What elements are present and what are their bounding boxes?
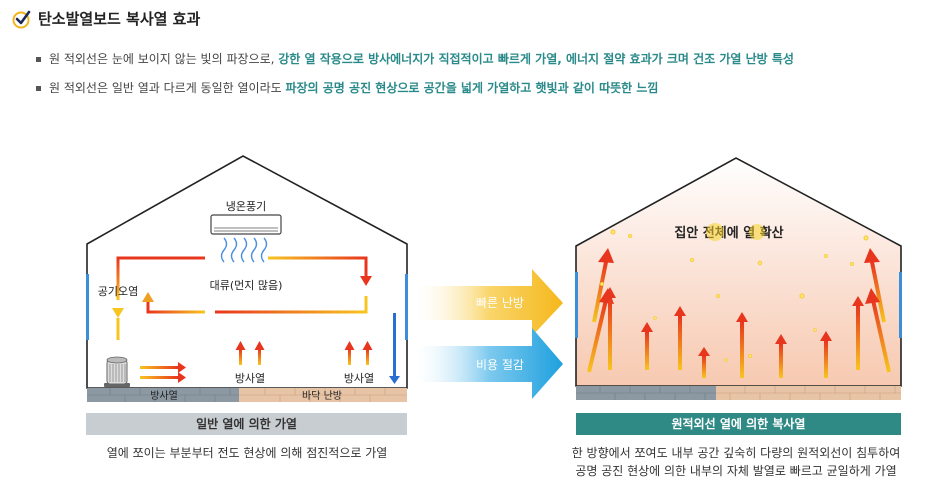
left-window	[86, 274, 89, 340]
bullet-2: 원 적외선은 일반 열과 다르게 동일한 열이라도 파장의 공명 공진 현상으로…	[36, 79, 658, 96]
left-house: 냉온풍기 대류(먼지 많음) 공기오염 방사열 방사열 방사열 바닥 난방	[86, 155, 408, 402]
floor-right-label: 바닥 난방	[302, 390, 342, 402]
heading-pre: 집안	[674, 225, 702, 241]
convection-loop	[112, 256, 372, 340]
bullet-1-plain: 원 적외선은 눈에 보이지 않는 빛의 파장으로,	[49, 52, 279, 66]
convection-label: 대류(먼지 많음)	[210, 279, 283, 292]
radiant-label-2: 방사열	[344, 372, 374, 385]
fast-heating-arrow: 빠른 난방	[416, 269, 563, 336]
right-house: 집안 전체에 열 확산	[575, 157, 902, 400]
diffusion-heading: 집안 전체에 열 확산	[674, 225, 783, 241]
bullet-1: 원 적외선은 눈에 보이지 않는 빛의 파장으로, 강한 열 작용으로 방사에너…	[36, 50, 794, 67]
air-pollution-label: 공기오염	[98, 285, 138, 298]
infrared-particles	[600, 229, 869, 362]
heading-highlight-dot	[749, 224, 765, 240]
right-caption-line1: 한 방향에서 쪼여도 내부 공간 깊숙히 다량의 원적외선이 침투하여	[571, 446, 901, 460]
bullet-2-plain: 원 적외선은 일반 열과 다르게 동일한 열이라도	[49, 81, 286, 95]
right-caption: 한 방향에서 쪼여도 내부 공간 깊숙히 다량의 원적외선이 침투하여 공명 공…	[520, 444, 952, 480]
heater-label: 냉온풍기	[226, 200, 266, 213]
left-title-bar: 일반 열에 의한 가열	[86, 413, 407, 435]
right-title-bar: 원적외선 열에 의한 복사열	[576, 413, 901, 435]
cold-downflow-arrow	[389, 313, 400, 384]
right-caption-line2: 공명 공진 현상에 의한 내부의 자체 발열로 빠르고 균일하게 가열	[575, 464, 897, 478]
cost-saving-label: 비용 절감	[476, 358, 524, 372]
check-circle-icon	[12, 10, 31, 28]
floor-radiant-arrows-2	[344, 341, 373, 365]
floor-left-label: 방사열	[150, 390, 178, 402]
header: 탄소발열보드 복사열 효과	[12, 8, 200, 29]
bullet-square-icon	[36, 57, 41, 62]
heading-highlight-dot	[706, 223, 724, 241]
rising-heat-arrows	[587, 248, 891, 378]
right-window	[899, 272, 902, 338]
air-conditioner-icon	[210, 214, 282, 235]
space-heater-icon	[104, 356, 130, 387]
fast-heating-label: 빠른 난방	[476, 296, 524, 310]
left-caption: 열에 쪼이는 부분부터 전도 현상에 의해 점진적으로 가열	[106, 446, 388, 460]
airflow-icon	[220, 237, 268, 263]
right-window	[405, 274, 408, 340]
page-title: 탄소발열보드 복사열 효과	[38, 10, 201, 28]
radiant-label-1: 방사열	[235, 372, 265, 385]
bullet-1-highlight: 강한 열 작용으로 방사에너지가 직접적이고 빠르게 가열, 에너지 절약 효과…	[278, 52, 794, 66]
floor-radiant-arrows-1	[235, 341, 265, 365]
cost-saving-arrow: 비용 절감	[416, 328, 563, 399]
bullet-2-highlight: 파장의 공명 공진 현상으로 공간을 넓게 가열하고 햇빛과 같이 따뜻한 느낌	[285, 81, 659, 95]
heater-radiant-arrows	[140, 362, 186, 383]
heading-mid: 에	[727, 225, 744, 241]
left-window	[575, 272, 578, 338]
bullet-square-icon	[36, 86, 41, 91]
